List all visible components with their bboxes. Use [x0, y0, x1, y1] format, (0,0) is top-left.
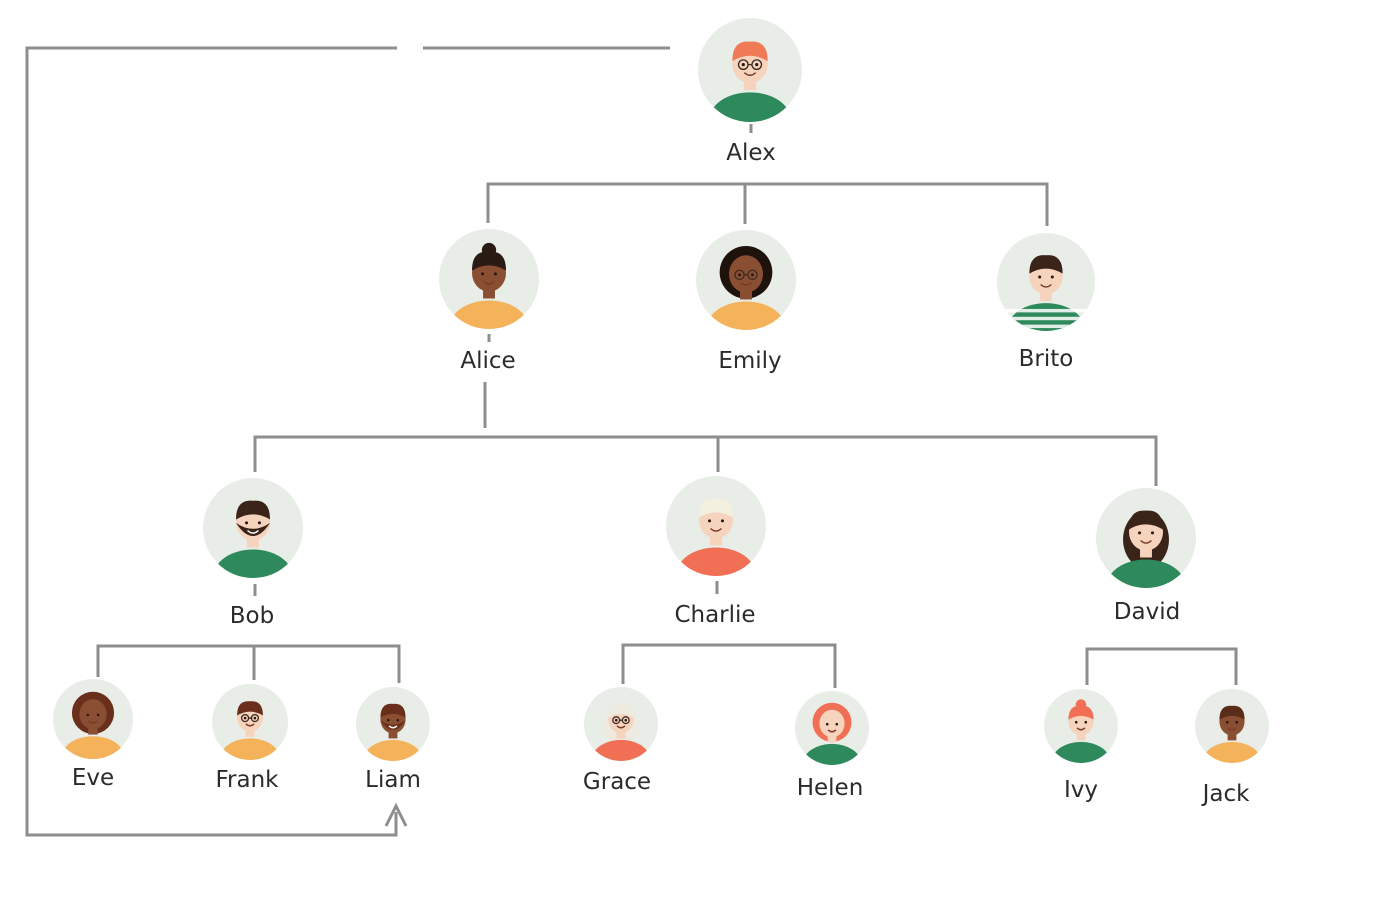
man-smiling-icon	[1195, 689, 1269, 763]
arrow-head-icon	[384, 802, 408, 827]
name-helen: Helen	[796, 775, 864, 801]
woman-red-curly-hair-icon	[795, 691, 869, 765]
name-charlie: Charlie	[674, 602, 756, 628]
name-grace: Grace	[582, 769, 652, 795]
name-alice: Alice	[460, 348, 516, 374]
woman-glasses-white-hair-icon	[584, 687, 658, 761]
bracket-charlie-children	[621, 643, 837, 688]
bracket-alice-children	[253, 435, 1158, 486]
loop-line-to-liam	[25, 46, 670, 837]
man-beard-icon	[203, 478, 303, 578]
bracket-alex-children	[486, 182, 1049, 226]
woman-bun-earrings-icon	[439, 229, 539, 329]
woman-red-hair-bun-icon	[1044, 689, 1118, 763]
man-beard-pattern-shirt-icon	[356, 687, 430, 761]
bracket-david-children	[1085, 647, 1238, 685]
woman-long-hair-icon	[1096, 488, 1196, 588]
name-david: David	[1113, 599, 1181, 625]
woman-curly-hair-icon	[53, 679, 133, 759]
man-striped-shirt-icon	[997, 233, 1095, 331]
man-glasses-icon	[212, 684, 288, 760]
woman-curly-hair-glasses-icon	[696, 230, 796, 330]
bracket-bob-children	[96, 644, 401, 683]
man-glasses-red-hair-icon	[698, 18, 802, 122]
connector-lines	[25, 46, 1238, 837]
man-white-hair-plaid-shirt-icon	[666, 476, 766, 576]
name-bob: Bob	[229, 603, 275, 629]
name-frank: Frank	[215, 767, 279, 793]
name-jack: Jack	[1202, 781, 1250, 807]
avatar-layer	[53, 18, 1269, 765]
name-ivy: Ivy	[1063, 777, 1099, 803]
name-brito: Brito	[1018, 346, 1074, 372]
name-liam: Liam	[365, 767, 421, 793]
name-alex: Alex	[726, 140, 776, 166]
name-emily: Emily	[718, 348, 782, 374]
name-eve: Eve	[71, 765, 115, 791]
